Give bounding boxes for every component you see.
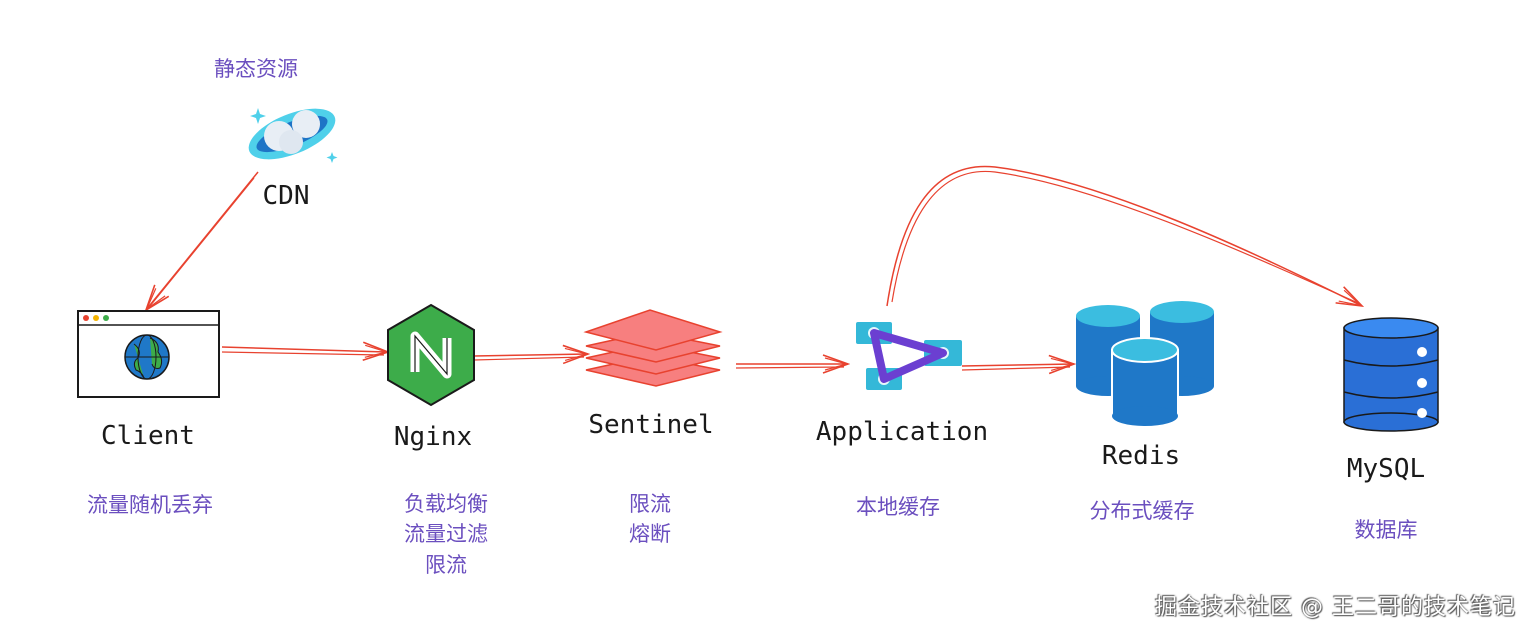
cdn-cloud-icon (248, 108, 338, 163)
node-sentinel: Sentinel 限流 熔断 (583, 309, 723, 546)
sentinel-desc-1: 限流 (629, 492, 671, 516)
edge-sentinel-application (735, 364, 848, 368)
redis-desc-1: 分布式缓存 (1090, 499, 1195, 523)
application-triangle-icon (856, 322, 962, 390)
nginx-desc-2: 流量过滤 (404, 522, 488, 546)
cdn-label: CDN (263, 181, 310, 211)
sentinel-label: Sentinel (588, 410, 713, 440)
node-nginx: Nginx 负载均衡 流量过滤 限流 (387, 303, 488, 577)
nginx-hexagon-icon (387, 303, 475, 407)
edge-application-mysql (886, 165, 1362, 306)
edge-nginx-sentinel (473, 354, 588, 360)
redis-cluster-icon (1076, 301, 1214, 426)
sentinel-desc-2: 熔断 (629, 522, 671, 546)
nginx-desc-3: 限流 (425, 553, 467, 577)
watermark: 掘金技术社区 @ 王二哥的技术笔记 (1155, 595, 1516, 620)
database-cylinder-icon (1343, 317, 1439, 432)
edge-client-nginx (221, 347, 388, 355)
application-desc-1: 本地缓存 (856, 495, 940, 519)
browser-globe-icon (77, 310, 220, 398)
client-desc-1: 流量随机丢弃 (87, 493, 213, 517)
cdn-desc-1: 静态资源 (214, 57, 298, 81)
application-label: Application (816, 417, 988, 447)
edge-application-redis (961, 364, 1074, 370)
mysql-desc-1: 数据库 (1355, 518, 1418, 542)
nginx-desc-1: 负载均衡 (404, 492, 488, 516)
node-redis: Redis 分布式缓存 (1076, 301, 1214, 523)
mysql-label: MySQL (1347, 454, 1425, 484)
edge-cdn-client (146, 171, 259, 310)
redis-label: Redis (1102, 441, 1180, 471)
node-cdn: CDN 静态资源 (214, 57, 338, 211)
node-application: Application 本地缓存 (816, 322, 988, 519)
node-mysql: MySQL 数据库 (1343, 317, 1439, 542)
client-label: Client (101, 421, 195, 451)
layers-stack-icon (583, 309, 723, 387)
node-client: Client 流量随机丢弃 (77, 310, 220, 517)
nginx-label: Nginx (394, 422, 472, 452)
